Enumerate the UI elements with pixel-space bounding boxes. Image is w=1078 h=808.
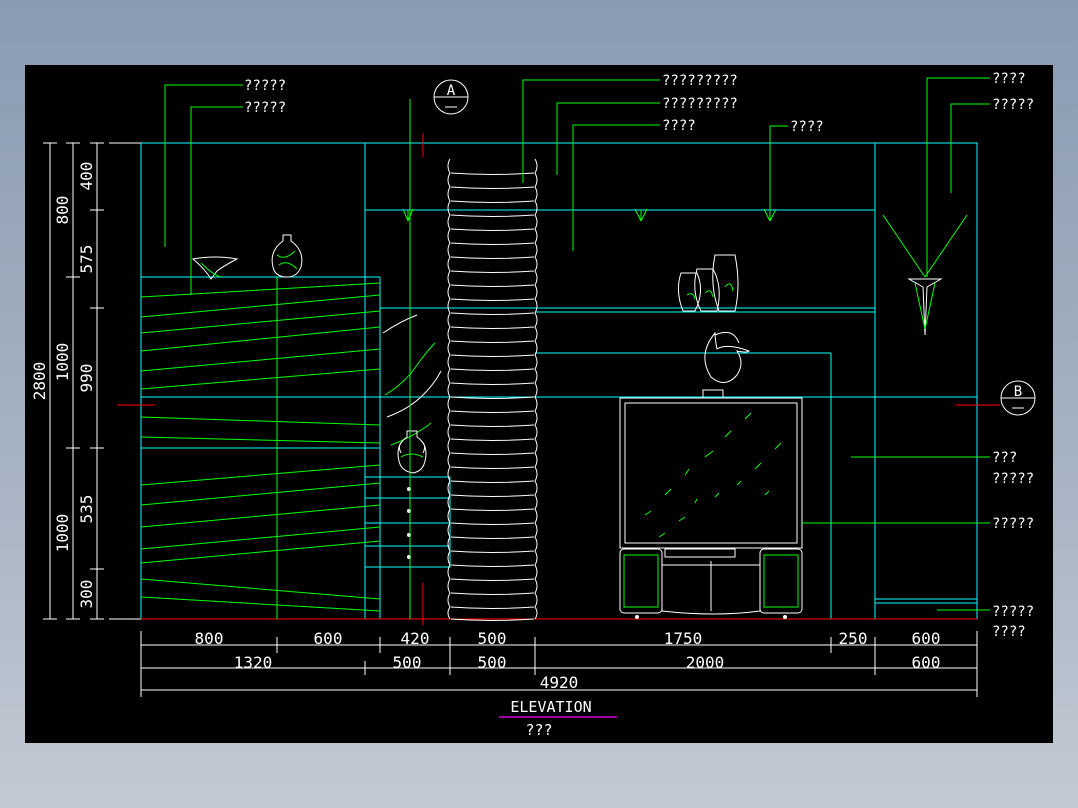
column-rib xyxy=(450,270,535,273)
column-rib xyxy=(450,382,535,385)
column-rib xyxy=(450,326,535,329)
column-rib xyxy=(450,368,535,371)
dim-left-mid-2: 1000 xyxy=(53,514,72,553)
column-rib xyxy=(450,592,535,595)
callout-top-left-1: ????? xyxy=(244,78,286,94)
callout-top-mid-1: ????????? xyxy=(662,73,738,89)
column-rib xyxy=(450,564,535,567)
dim-left-inner-4: 300 xyxy=(77,580,96,609)
glass-leaf-panel xyxy=(382,314,442,446)
drawing-subtitle: ??? xyxy=(525,721,552,739)
dim-left-mid-1: 1000 xyxy=(53,343,72,382)
callout-right-1: ??? xyxy=(992,450,1017,466)
dim-left-mid-0: 800 xyxy=(53,196,72,225)
column-rib xyxy=(450,508,535,511)
callout-top-right-2: ????? xyxy=(992,97,1034,113)
bottom-dimensions: 800 600 420 500 1750 250 600 1320 500 50… xyxy=(140,629,978,697)
column-rib xyxy=(450,410,535,413)
vase-left-top xyxy=(271,234,303,278)
column-rib xyxy=(450,606,535,609)
callout-top-left-2: ????? xyxy=(244,100,286,116)
dim-bottom-r1-6: 600 xyxy=(912,629,941,648)
column-rib xyxy=(450,284,535,287)
dim-left-inner-1: 575 xyxy=(77,245,96,274)
column-rib xyxy=(450,578,535,581)
dim-left-inner-3: 535 xyxy=(77,495,96,524)
column-rib xyxy=(450,340,535,343)
dim-left-inner-2: 990 xyxy=(77,364,96,393)
callout-right-2: ????? xyxy=(992,471,1034,487)
column-rib xyxy=(450,452,535,455)
section-b-label: B xyxy=(1014,384,1022,400)
callout-labels: ????? ????? ????????? ????????? ???? ???… xyxy=(244,71,1034,640)
column-rib xyxy=(450,312,535,315)
dim-bottom-r1-3: 500 xyxy=(478,629,507,648)
dim-left-inner-0: 400 xyxy=(77,162,96,191)
column-rib xyxy=(450,242,535,245)
column-edge xyxy=(447,158,451,620)
column-rib xyxy=(450,228,535,231)
wavy-column xyxy=(447,158,538,621)
drawing-title-block: ELEVATION ??? xyxy=(499,698,617,739)
dim-left-outer: 2800 xyxy=(30,362,49,401)
left-dimensions: 2800 800 1000 1000 400 575 990 535 300 xyxy=(30,142,141,620)
dim-bottom-r2-4: 600 xyxy=(912,653,941,672)
shelf-vases xyxy=(677,254,739,312)
dim-bottom-r1-2: 420 xyxy=(401,629,430,648)
column-rib xyxy=(450,298,535,301)
callout-right-3: ????? xyxy=(992,516,1034,532)
column-rib xyxy=(450,396,535,399)
column-rib xyxy=(450,618,535,621)
shelf-lights xyxy=(402,208,777,222)
drawing-title: ELEVATION xyxy=(510,698,591,716)
column-rib xyxy=(450,214,535,217)
column-rib xyxy=(450,522,535,525)
column-rib xyxy=(450,200,535,203)
column-rib xyxy=(450,480,535,483)
column-edge xyxy=(534,158,538,620)
callout-top-mid-4: ???? xyxy=(790,119,824,135)
section-a-label: A xyxy=(447,83,456,99)
section-marker-a: A xyxy=(433,79,469,115)
television xyxy=(619,397,803,558)
callout-top-mid-2: ????????? xyxy=(662,96,738,112)
column-rib xyxy=(450,536,535,539)
column-rib xyxy=(450,550,535,553)
dim-bottom-r2-1: 500 xyxy=(393,653,422,672)
column-rib xyxy=(450,172,535,175)
dim-bottom-r2-2: 500 xyxy=(478,653,507,672)
small-vase xyxy=(397,430,427,474)
cad-drawing-viewport[interactable]: A B ????? ????? ????????? ????????? ????… xyxy=(25,65,1053,743)
dim-bottom-r1-5: 250 xyxy=(839,629,868,648)
column-rib xyxy=(450,186,535,189)
tv-stand xyxy=(635,561,787,619)
pendant-lamp xyxy=(882,214,968,336)
dim-bottom-r1-4: 1750 xyxy=(664,629,703,648)
column-rib xyxy=(450,424,535,427)
sculpture xyxy=(702,331,750,399)
bowl-decor xyxy=(191,256,239,280)
dim-bottom-r2-0: 1320 xyxy=(234,653,273,672)
column-rib xyxy=(450,494,535,497)
callout-top-right-1: ???? xyxy=(992,71,1026,87)
dim-bottom-r1-1: 600 xyxy=(314,629,343,648)
wall-outline xyxy=(140,142,978,620)
section-marker-b: B xyxy=(1000,380,1036,416)
dim-bottom-r2-3: 2000 xyxy=(686,653,725,672)
elevation-drawing: A B ????? ????? ????????? ????????? ????… xyxy=(30,71,1036,739)
dim-bottom-r1-0: 800 xyxy=(195,629,224,648)
column-rib xyxy=(450,256,535,259)
callout-right-4: ????? xyxy=(992,604,1034,620)
column-rib xyxy=(450,354,535,357)
column-rib xyxy=(450,438,535,441)
dim-bottom-total: 4920 xyxy=(540,673,579,692)
callout-top-mid-3: ???? xyxy=(662,118,696,134)
left-cabinet xyxy=(140,277,381,619)
column-rib xyxy=(450,466,535,469)
leader-lines xyxy=(164,77,990,619)
callout-right-5: ???? xyxy=(992,624,1026,640)
